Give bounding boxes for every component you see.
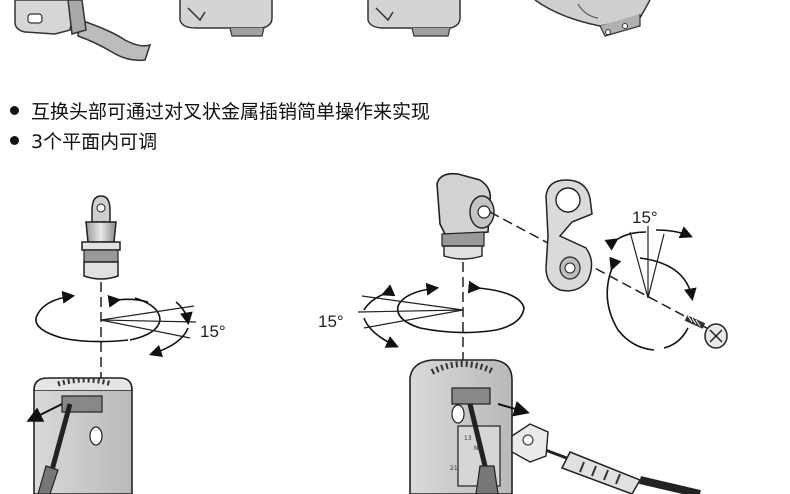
angle-label-left: 15° bbox=[200, 322, 226, 341]
right-screwdriver bbox=[467, 403, 499, 494]
top-product-1 bbox=[14, 0, 152, 62]
angle-label-center: 15° bbox=[318, 312, 344, 331]
left-rotation-arrows bbox=[35, 290, 197, 358]
bullet-dot bbox=[10, 135, 19, 145]
center-rotation-arrows bbox=[357, 280, 525, 348]
feature-bullet-list: 互换头部可通过对叉状金属插销简单操作来实现 3个平面内可调 bbox=[10, 95, 430, 155]
left-head-assembly bbox=[81, 195, 121, 280]
feature-text: 互换头部可通过对叉状金属插销简单操作来实现 bbox=[31, 100, 431, 123]
left-screwdriver bbox=[37, 403, 73, 494]
switch-contact-element bbox=[511, 423, 549, 463]
top-product-4 bbox=[534, 0, 651, 37]
right-switch-body: 13 NO 21 bbox=[409, 359, 513, 494]
terminal-label-21: 21 bbox=[450, 465, 458, 472]
top-product-2 bbox=[179, 0, 273, 37]
left-pull-arrow bbox=[26, 403, 63, 422]
fixing-screw bbox=[684, 315, 728, 349]
left-switch-body bbox=[33, 377, 133, 494]
bullet-dot bbox=[10, 105, 19, 115]
feature-bullet: 3个平面内可调 bbox=[10, 125, 430, 155]
roller-lever-arm bbox=[545, 179, 593, 292]
right-head-assembly bbox=[436, 172, 495, 260]
terminal-label-13: 13 bbox=[464, 435, 472, 442]
angle-label-right: 15° bbox=[632, 208, 658, 227]
horizontal-axis-line bbox=[489, 211, 719, 335]
feature-bullet: 互换头部可通过对叉状金属插销简单操作来实现 bbox=[10, 95, 430, 125]
top-product-3 bbox=[367, 0, 461, 37]
feature-text: 3个平面内可调 bbox=[31, 130, 158, 153]
right-pull-arrow bbox=[497, 401, 530, 417]
terminal-screwdriver bbox=[534, 440, 701, 494]
right-rotation-arrows bbox=[604, 226, 697, 351]
